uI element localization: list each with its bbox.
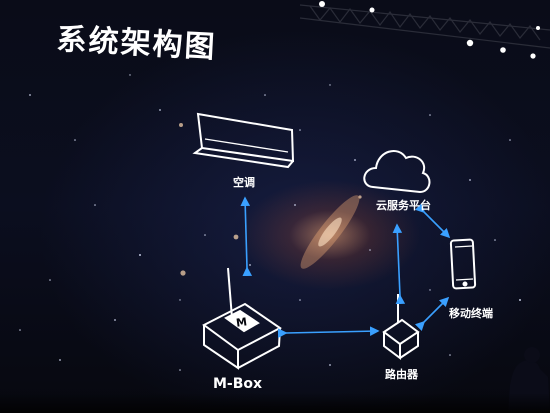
- mbox-letter: M: [235, 315, 248, 329]
- stage-floor: [0, 393, 550, 413]
- link-mbox-router: [277, 326, 380, 338]
- air-conditioner-icon: [192, 112, 295, 169]
- link-cloud-mobile: [414, 202, 451, 239]
- link-router-cloud: [392, 223, 406, 305]
- mbox-label: M-Box: [213, 376, 263, 392]
- cloud-label: 云服务平台: [376, 199, 431, 212]
- router-label: 路由器: [385, 368, 418, 381]
- stage-truss: [299, 1, 550, 59]
- router-icon: [382, 294, 420, 360]
- connection-lines: [240, 196, 451, 338]
- link-mbox-ac: [240, 196, 253, 277]
- mobile-label: 移动终端: [449, 307, 493, 320]
- air-conditioner-label: 空调: [233, 176, 255, 189]
- link-router-mobile: [414, 296, 450, 332]
- mobile-icon: [449, 238, 477, 290]
- cloud-icon: [363, 149, 431, 194]
